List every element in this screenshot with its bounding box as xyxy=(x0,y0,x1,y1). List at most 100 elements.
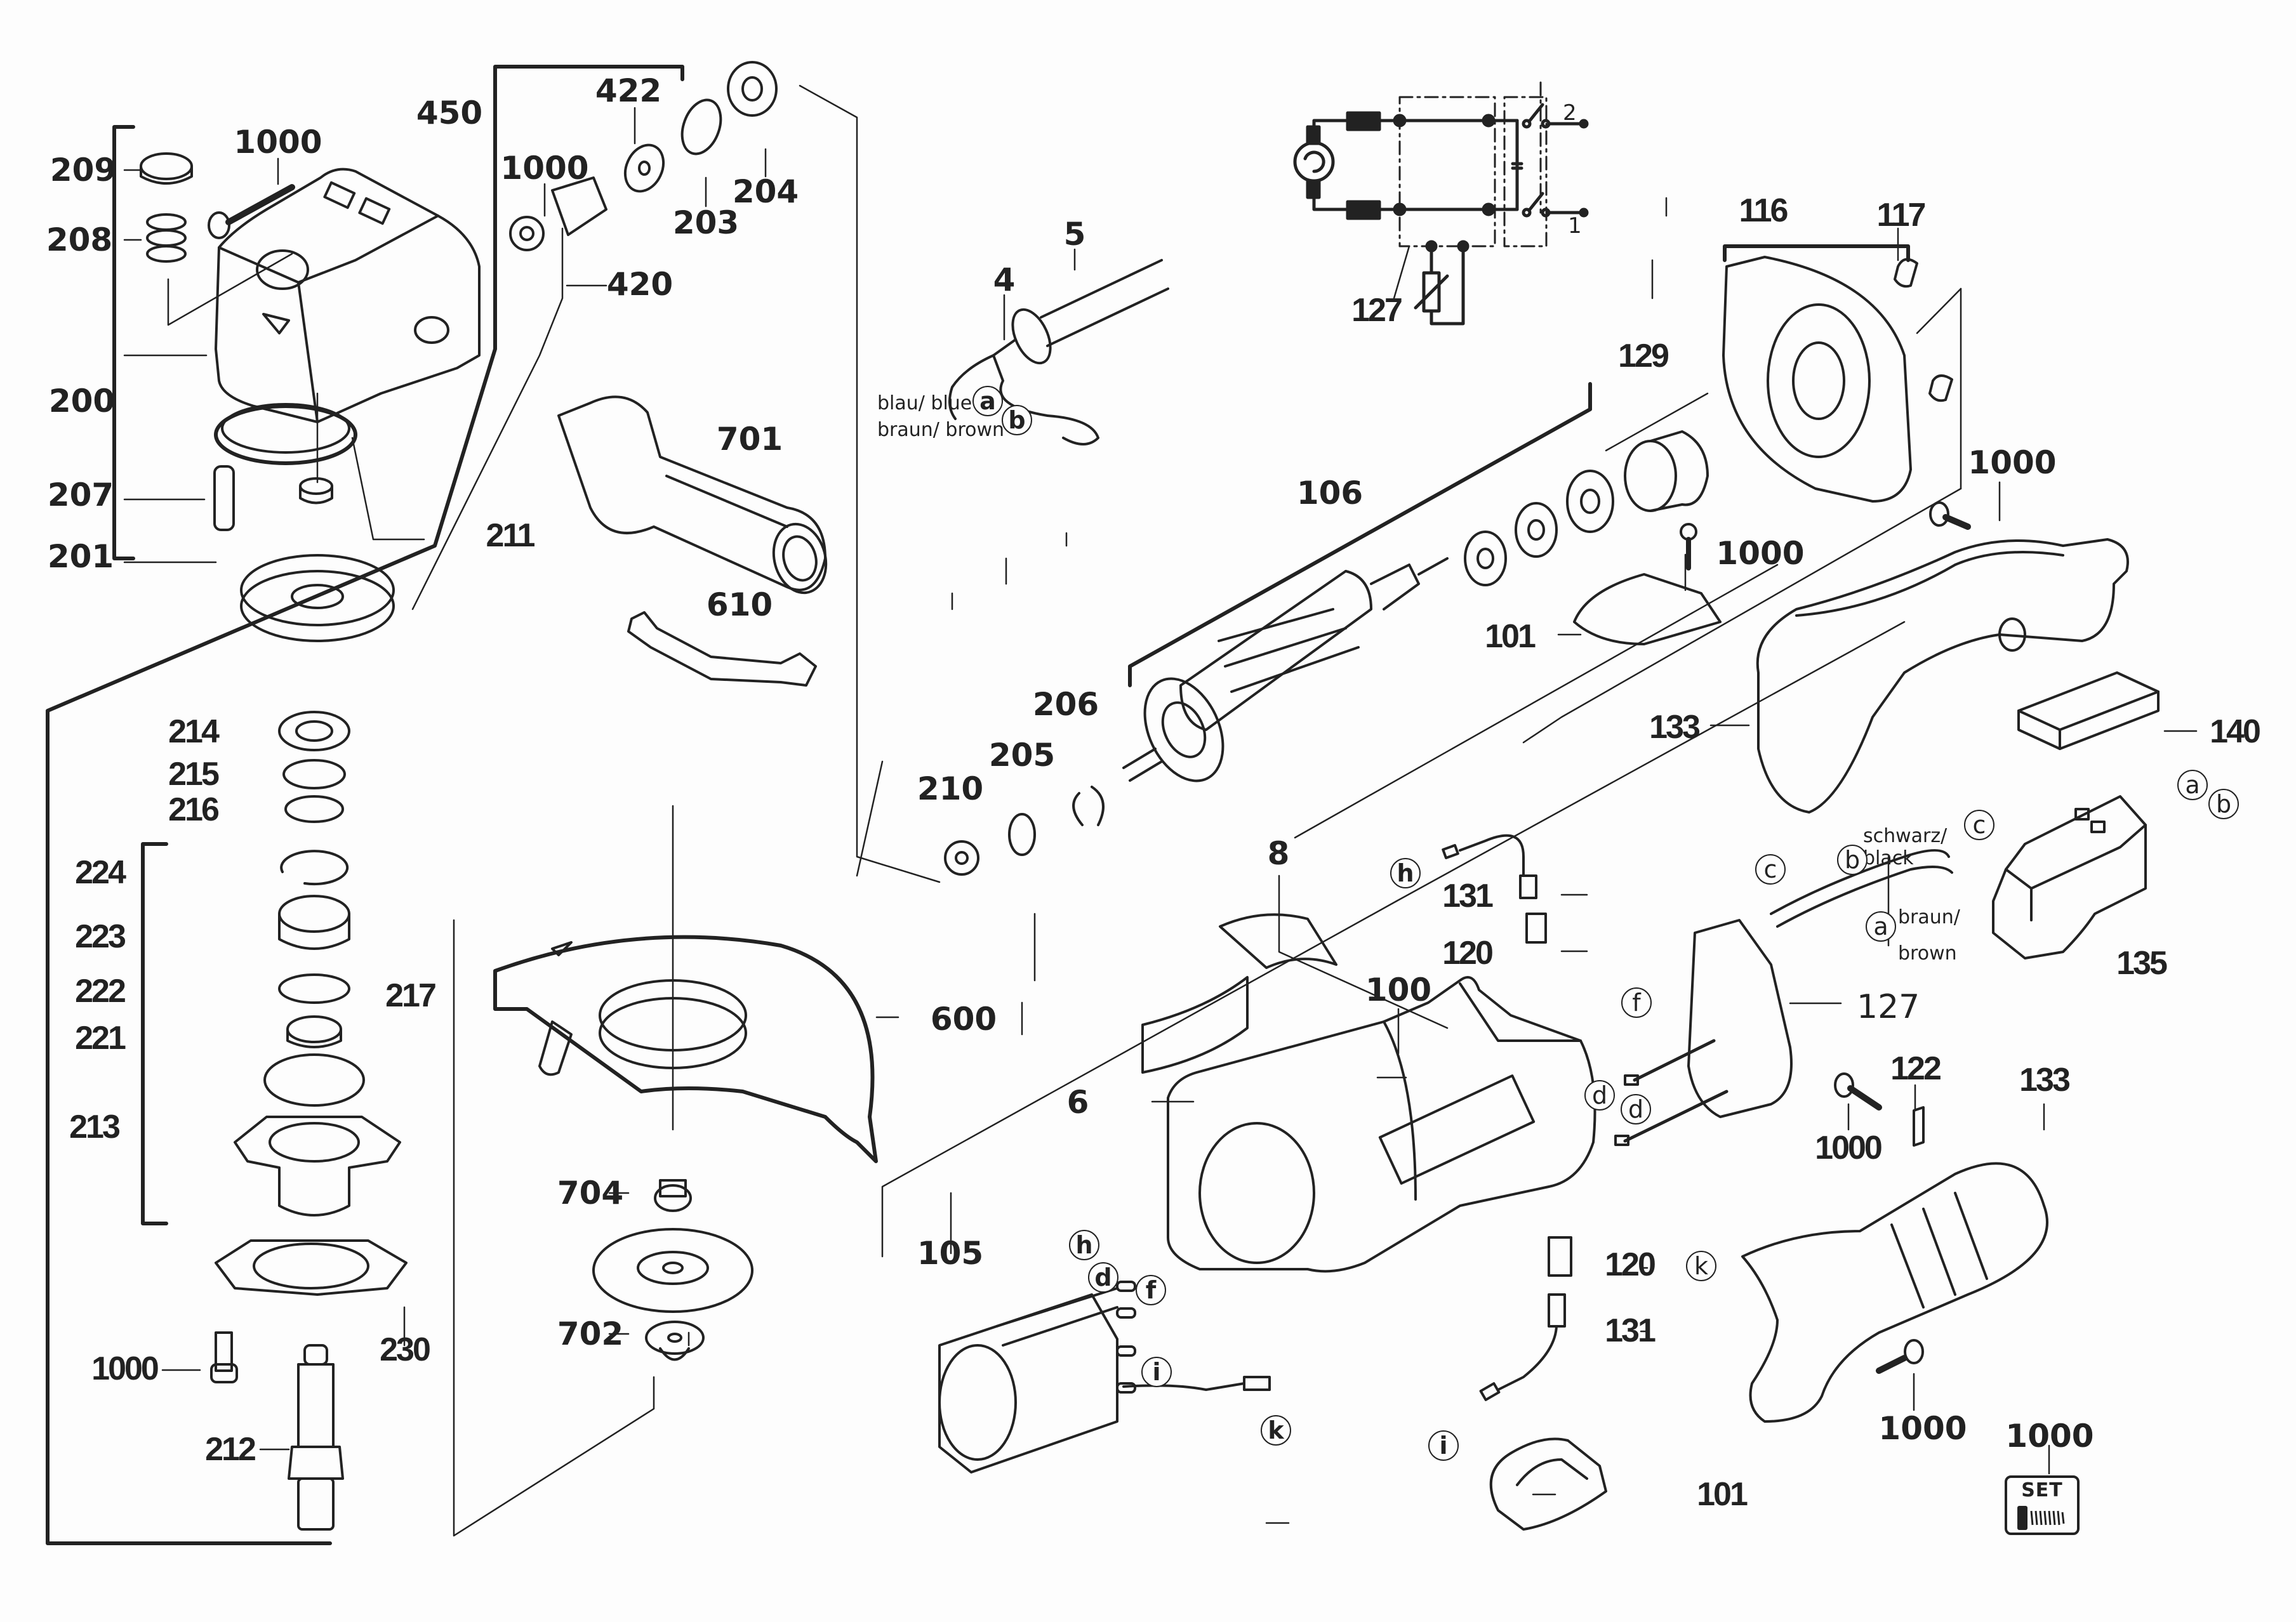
marker-a: a xyxy=(972,386,1003,416)
part-label-213: 213 xyxy=(69,1109,121,1145)
part-label-420: 420 xyxy=(606,266,674,303)
spindle-bearing-stack xyxy=(263,711,365,1107)
part-label-204: 204 xyxy=(732,173,799,210)
part-label-450: 450 xyxy=(416,95,483,131)
bracket-610 xyxy=(627,611,817,687)
bearing-parts-106 xyxy=(1464,470,1614,586)
nut-1000-b xyxy=(509,216,545,251)
part-label-120: 120 xyxy=(1605,1246,1656,1283)
part-label-422: 422 xyxy=(595,72,662,109)
part-label-140: 140 xyxy=(2210,713,2261,750)
cap-209 xyxy=(140,152,193,185)
part-label-105: 105 xyxy=(917,1235,984,1272)
part-label-222: 222 xyxy=(75,973,126,1010)
screw-and-clamp-1000-122 xyxy=(1834,1072,1925,1147)
bracket-213-group xyxy=(141,842,168,1225)
marker-b: b xyxy=(1002,405,1032,435)
wire-note-blue: blau/ blue xyxy=(877,392,972,414)
gear-housing-200 xyxy=(214,168,481,465)
handle-half-133-upper xyxy=(1756,538,2129,814)
side-handle-701 xyxy=(557,395,828,595)
marker-k: k xyxy=(1686,1251,1716,1281)
part-label-210: 210 xyxy=(917,770,984,807)
backing-disc xyxy=(592,1228,753,1313)
wheel-guard-600 xyxy=(493,935,878,1163)
bracket-116-group xyxy=(1723,244,1910,262)
handle-133-lower xyxy=(1741,1162,2048,1423)
part-label-216: 216 xyxy=(168,791,220,828)
part-label-1000: 1000 xyxy=(1968,444,2057,481)
marker-k: k xyxy=(1261,1415,1291,1446)
part-label-212: 212 xyxy=(205,1431,256,1468)
part-label-200: 200 xyxy=(48,383,116,419)
switch-position-1: 1 xyxy=(1568,213,1582,239)
part-label-221: 221 xyxy=(75,1020,126,1057)
part-label-223: 223 xyxy=(75,918,126,955)
wire-note-brown-1: braun/ xyxy=(1898,906,1960,928)
part-label-101: 101 xyxy=(1697,1476,1748,1513)
screw-1000-flange xyxy=(210,1331,238,1383)
bearing-plate-116 xyxy=(1722,256,1953,503)
part-label-127-schematic: 127 xyxy=(1351,292,1403,329)
part-label-1000: 1000 xyxy=(1815,1130,1883,1166)
switch-position-2: 2 xyxy=(1563,100,1577,126)
part-label-133: 133 xyxy=(1649,709,1701,746)
part-label-211: 211 xyxy=(486,517,536,554)
part-label-106: 106 xyxy=(1296,475,1364,511)
part-label-4: 4 xyxy=(993,261,1016,298)
screw-set-icon xyxy=(2017,1506,2065,1530)
part-label-209: 209 xyxy=(50,152,117,188)
marker-h: h xyxy=(1390,858,1421,888)
service-cover-101-top xyxy=(1573,573,1722,645)
part-label-8: 8 xyxy=(1267,835,1290,872)
label-foil-6 xyxy=(1141,976,1249,1074)
part-label-116: 116 xyxy=(1739,192,1789,229)
armature-106 xyxy=(1122,557,1449,782)
bearing-flange-213 xyxy=(234,1116,401,1216)
screw-1000-lower xyxy=(1876,1339,1924,1374)
part-label-1000: 1000 xyxy=(234,124,322,161)
leader-lines xyxy=(123,84,2198,1537)
part-label-100: 100 xyxy=(1365,972,1432,1008)
marker-a: a xyxy=(2177,770,2208,800)
part-label-1000: 1000 xyxy=(1878,1410,1967,1447)
part-label-117: 117 xyxy=(1876,197,1927,234)
part-label-207: 207 xyxy=(47,477,114,513)
ring-203 xyxy=(680,98,722,155)
label-foil-8 xyxy=(1219,913,1337,969)
marker-i: i xyxy=(1428,1430,1459,1461)
part-label-131: 131 xyxy=(1605,1312,1656,1349)
part-label-600: 600 xyxy=(930,1001,997,1038)
marker-b: b xyxy=(1837,845,1868,875)
motor-housing-100 xyxy=(1167,976,1596,1273)
part-label-208: 208 xyxy=(46,221,113,258)
brush-holder-120-131-lower xyxy=(1479,1236,1572,1401)
marker-f: f xyxy=(1621,987,1652,1018)
set-badge-text: SET xyxy=(2021,1479,2063,1501)
marker-h: h xyxy=(1069,1230,1099,1260)
bearing-sleeve-129 xyxy=(1624,430,1709,512)
pinion-420 xyxy=(551,176,607,236)
bracket-106-group xyxy=(1128,382,1592,687)
part-label-230: 230 xyxy=(380,1331,431,1368)
stator-105 xyxy=(938,1281,1271,1474)
brush-holder-120-131-upper xyxy=(1442,834,1547,944)
pin-207 xyxy=(213,465,235,531)
switch-127 xyxy=(1614,849,1953,1146)
part-label-133: 133 xyxy=(2019,1062,2071,1098)
part-label-1000: 1000 xyxy=(91,1350,159,1387)
screw-1000-rear xyxy=(1929,501,1971,530)
wire-note-black-2: black xyxy=(1863,847,1914,869)
part-label-201: 201 xyxy=(47,538,114,575)
brush-cover-101-lower xyxy=(1489,1437,1607,1531)
wiring-schematic xyxy=(1293,81,1589,326)
part-label-127-switch: 127 xyxy=(1857,988,1920,1026)
screw-1000-service xyxy=(1680,523,1697,570)
part-label-122: 122 xyxy=(1890,1050,1942,1087)
part-label-701: 701 xyxy=(716,421,783,458)
part-label-1000: 1000 xyxy=(1716,535,1805,572)
marker-d: d xyxy=(1088,1262,1118,1293)
screw-1000-a xyxy=(208,184,295,239)
